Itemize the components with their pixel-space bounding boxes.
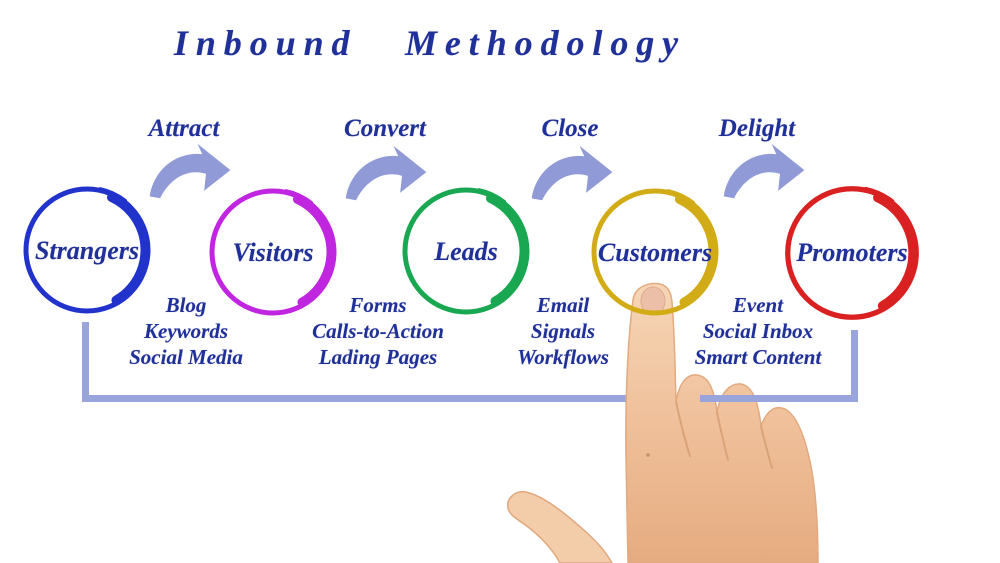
tool-item: Email [536,293,590,317]
visitors-circle [209,188,337,316]
tools-list-close: Email Signals Workflows [463,292,663,370]
tools-list-attract: Blog Keywords Social Media [86,292,286,370]
curved-arrow-icon-convert [345,145,427,201]
customers-circle [591,188,719,316]
skin-mole [646,453,650,457]
diagram-title: Inbound Methodology [173,23,687,63]
transition-label-close: Close [541,115,599,142]
bracket-line-left [82,322,89,402]
promoters-circle [785,186,919,320]
hand-outline [625,282,819,563]
tool-item: Blog [165,293,207,317]
bracket-line-bottom [82,395,858,402]
curved-arrow-icon-attract [149,143,231,199]
curved-arrow-icon-close [531,145,613,201]
finger-crease [716,411,729,461]
stage-label-strangers: Strangers [34,236,140,265]
finger-crease [675,401,691,457]
bracket-line-right [851,330,858,402]
stage-label-promoters: Promoters [796,238,908,267]
curved-arrow-icon-delight [723,143,805,199]
tool-item: Keywords [144,319,228,343]
tool-item: Signals [530,319,596,343]
tool-item: Forms [349,293,407,317]
tool-item: Workflows [517,345,609,369]
strangers-circle [23,186,151,314]
finger-crease [760,425,773,469]
tool-item: Smart Content [694,345,822,369]
transition-label-convert: Convert [344,115,426,142]
transition-label-attract: Attract [148,115,220,142]
thumb [507,490,613,563]
tool-item: Event [732,293,784,317]
tools-list-delight: Event Social Inbox Smart Content [658,292,858,370]
tool-item: Social Inbox [702,319,814,343]
bracket-line-overlay [700,395,858,402]
pointing-hand [507,282,819,563]
leads-circle [402,187,530,315]
transition-label-delight: Delight [718,115,796,142]
tool-item: Social Media [129,345,243,369]
stage-label-customers: Customers [597,238,713,267]
tool-item: Lading Pages [318,345,438,369]
stage-label-leads: Leads [434,237,498,266]
stage-label-visitors: Visitors [232,238,314,267]
tools-list-convert: Forms Calls-to-Action Lading Pages [278,292,478,370]
tool-item: Calls-to-Action [312,319,444,343]
